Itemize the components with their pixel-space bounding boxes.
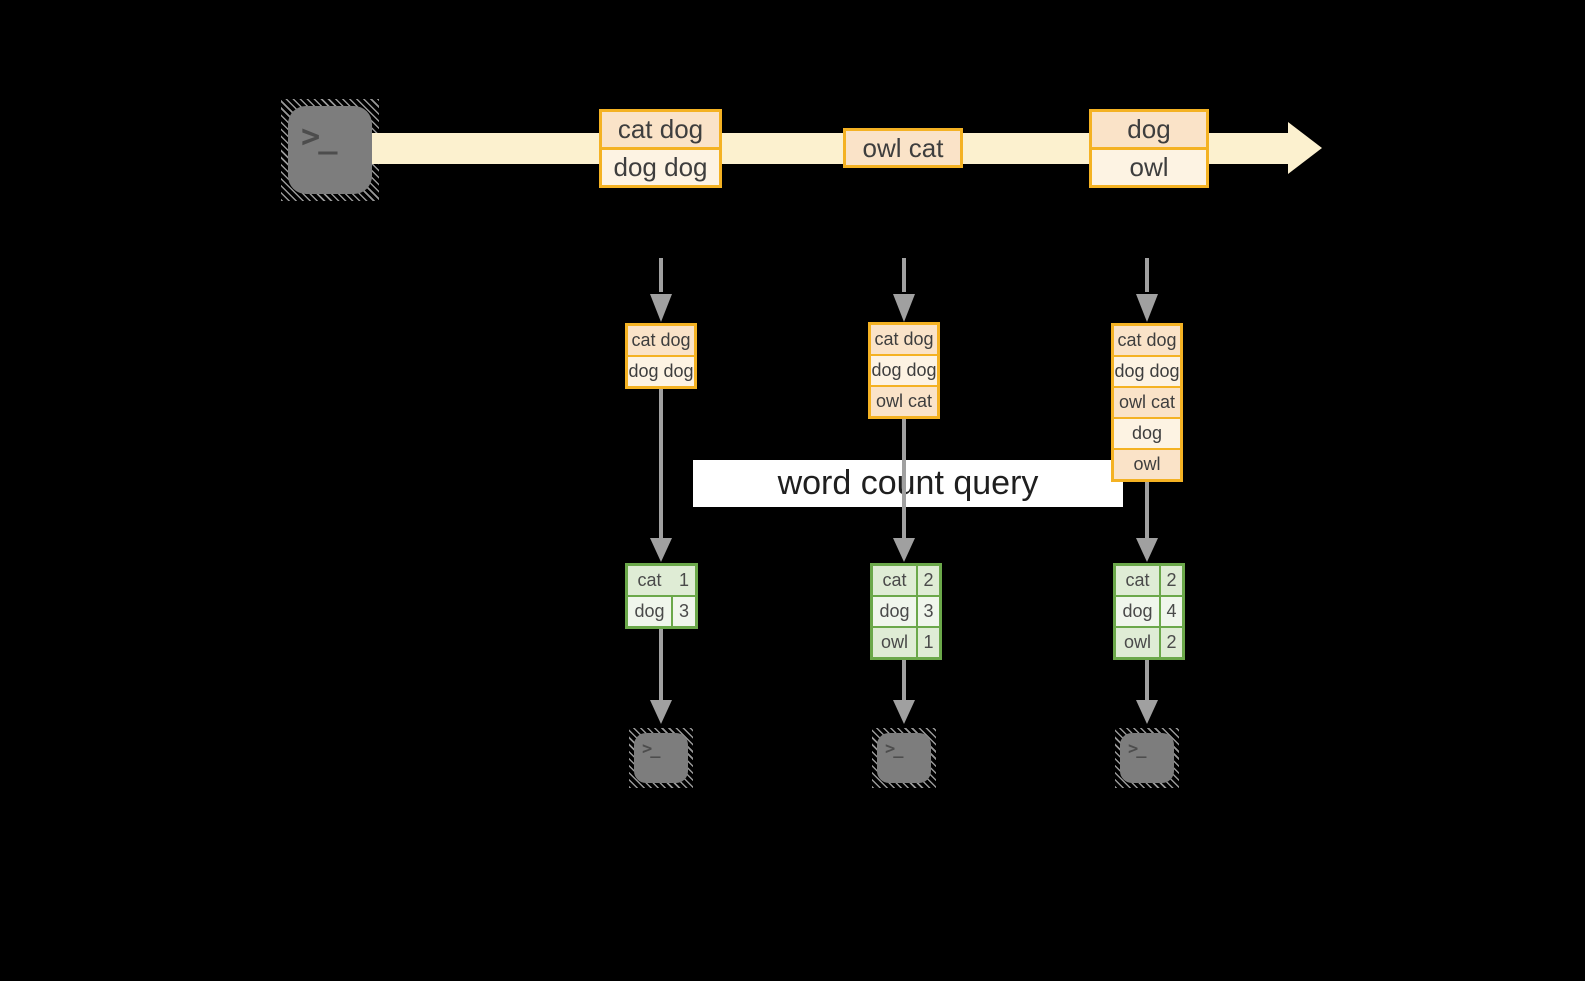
input-row: dog dog <box>1114 357 1180 386</box>
arrow-line <box>659 389 663 539</box>
word-cell: cat <box>873 566 916 595</box>
terminal-window: >_ <box>634 733 688 783</box>
dashed-arrow-line <box>659 258 663 292</box>
dashed-arrow-line <box>1145 258 1149 292</box>
arrow-line <box>1145 660 1149 701</box>
count-cell: 1 <box>918 628 939 657</box>
stream-record-group: owl cat <box>843 128 963 168</box>
arrow-line <box>1145 482 1149 539</box>
input-row: dog dog <box>871 356 937 385</box>
count-cell: 2 <box>1161 628 1182 657</box>
arrow-head-icon <box>650 538 672 562</box>
arrow-line <box>902 419 906 539</box>
arrow-line <box>902 660 906 701</box>
word-cell: owl <box>873 628 916 657</box>
word-count-table: cat 1 dog 3 <box>625 563 698 629</box>
arrow-head-icon <box>1136 700 1158 724</box>
terminal-prompt-icon: >_ <box>1128 739 1146 759</box>
output-terminal-icon: >_ <box>1115 728 1179 788</box>
output-terminal-icon: >_ <box>629 728 693 788</box>
terminal-window: >_ <box>877 733 931 783</box>
stream-record-line: dog <box>1092 112 1206 147</box>
input-row: cat dog <box>628 326 694 355</box>
count-cell: 3 <box>673 597 695 626</box>
stream-record-line: dog dog <box>602 150 719 185</box>
table-row: cat 2 <box>873 566 939 595</box>
stream-record-line: owl <box>1092 150 1206 185</box>
source-terminal-icon: >_ <box>281 99 379 201</box>
input-stack: cat dog dog dog <box>625 323 697 389</box>
word-cell: dog <box>873 597 916 626</box>
dashed-arrow-line <box>902 258 906 292</box>
word-cell: dog <box>1116 597 1159 626</box>
query-label: word count query <box>693 460 1123 507</box>
table-row: owl 1 <box>873 628 939 657</box>
terminal-prompt-icon: >_ <box>642 739 660 759</box>
dashed-arrow-head-icon <box>650 294 672 322</box>
arrow-head-icon <box>893 700 915 724</box>
arrow-head-icon <box>893 538 915 562</box>
input-stack: cat dog dog dog owl cat <box>868 322 940 419</box>
count-cell: 1 <box>673 566 695 595</box>
input-row: dog dog <box>628 357 694 386</box>
count-cell: 3 <box>918 597 939 626</box>
input-row: cat dog <box>1114 326 1180 355</box>
dashed-arrow-head-icon <box>893 294 915 322</box>
stream-record-line: cat dog <box>602 112 719 147</box>
input-row: dog <box>1114 419 1180 448</box>
input-row: owl cat <box>871 387 937 416</box>
input-row: cat dog <box>871 325 937 354</box>
table-row: dog 4 <box>1116 597 1182 626</box>
terminal-window: >_ <box>288 106 372 194</box>
table-row: cat 2 <box>1116 566 1182 595</box>
terminal-prompt-icon: >_ <box>301 117 338 155</box>
count-cell: 2 <box>1161 566 1182 595</box>
stream-record-line: owl cat <box>846 131 960 165</box>
input-row: owl cat <box>1114 388 1180 417</box>
word-count-table: cat 2 dog 3 owl 1 <box>870 563 942 660</box>
arrow-head-icon <box>650 700 672 724</box>
stream-record-group: dog owl <box>1089 109 1209 188</box>
word-cell: dog <box>628 597 671 626</box>
stream-record-group: cat dog dog dog <box>599 109 722 188</box>
dashed-arrow-head-icon <box>1136 294 1158 322</box>
terminal-window: >_ <box>1120 733 1174 783</box>
input-row: owl <box>1114 450 1180 479</box>
word-cell: owl <box>1116 628 1159 657</box>
stream-arrow-head-icon <box>1288 122 1322 174</box>
count-cell: 4 <box>1161 597 1182 626</box>
terminal-prompt-icon: >_ <box>885 739 903 759</box>
arrow-head-icon <box>1136 538 1158 562</box>
output-terminal-icon: >_ <box>872 728 936 788</box>
arrow-line <box>659 629 663 701</box>
table-row: dog 3 <box>628 597 695 626</box>
word-cell: cat <box>628 566 671 595</box>
word-cell: cat <box>1116 566 1159 595</box>
table-row: cat 1 <box>628 566 695 595</box>
table-row: owl 2 <box>1116 628 1182 657</box>
input-stack: cat dog dog dog owl cat dog owl <box>1111 323 1183 482</box>
table-row: dog 3 <box>873 597 939 626</box>
word-count-table: cat 2 dog 4 owl 2 <box>1113 563 1185 660</box>
count-cell: 2 <box>918 566 939 595</box>
